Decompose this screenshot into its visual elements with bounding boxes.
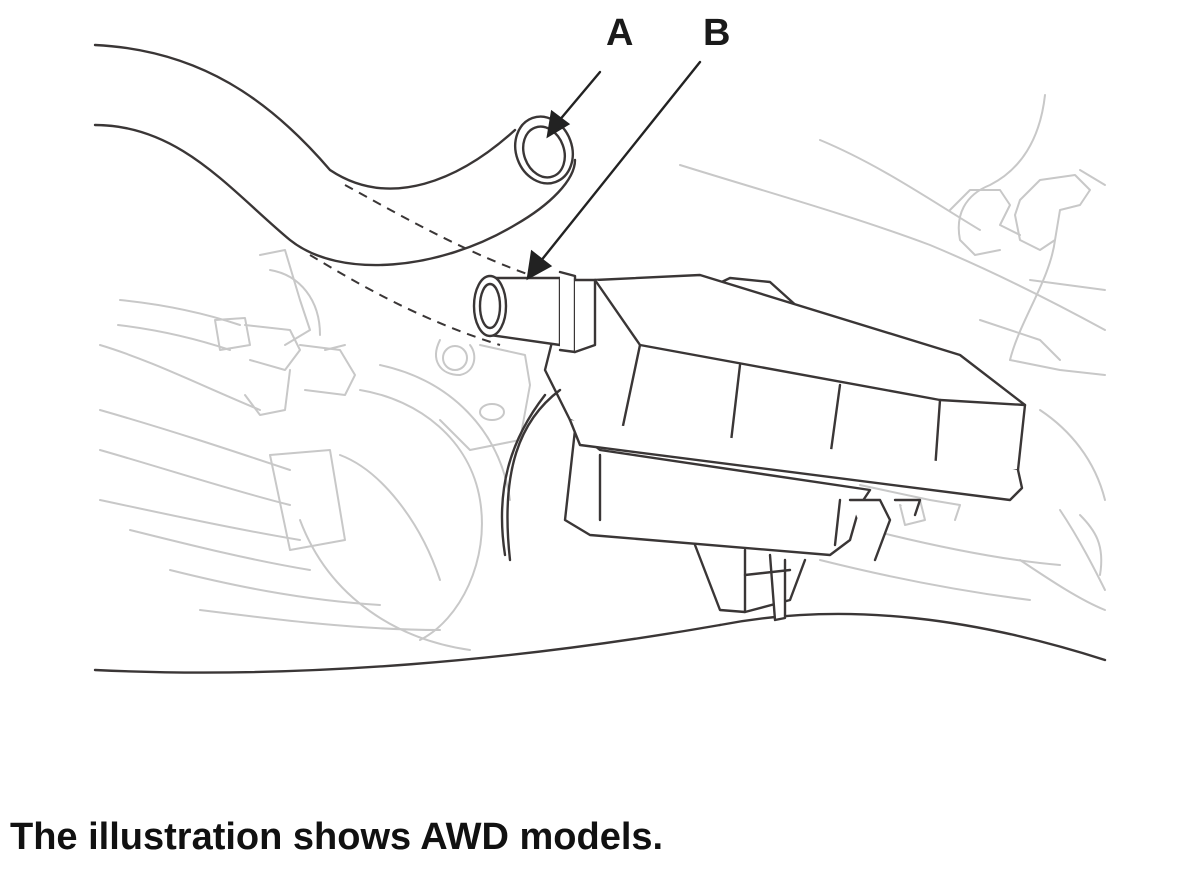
floor-outline [93, 612, 1107, 674]
background-chassis-lines [99, 94, 1106, 651]
callout-arrows [526, 60, 702, 281]
callout-arrow-b [538, 60, 702, 264]
illustration-caption: The illustration shows AWD models. [10, 816, 664, 858]
callout-arrowhead-b [526, 249, 553, 281]
callout-arrow-a [556, 70, 602, 124]
canister-box [472, 270, 1027, 622]
callout-label-b: B [703, 12, 731, 54]
service-illustration [93, 43, 1107, 674]
callout-arrowhead-a [546, 109, 571, 139]
callout-label-a: A [606, 12, 634, 54]
alignment-dashes [309, 184, 531, 346]
hose-a [93, 43, 577, 267]
